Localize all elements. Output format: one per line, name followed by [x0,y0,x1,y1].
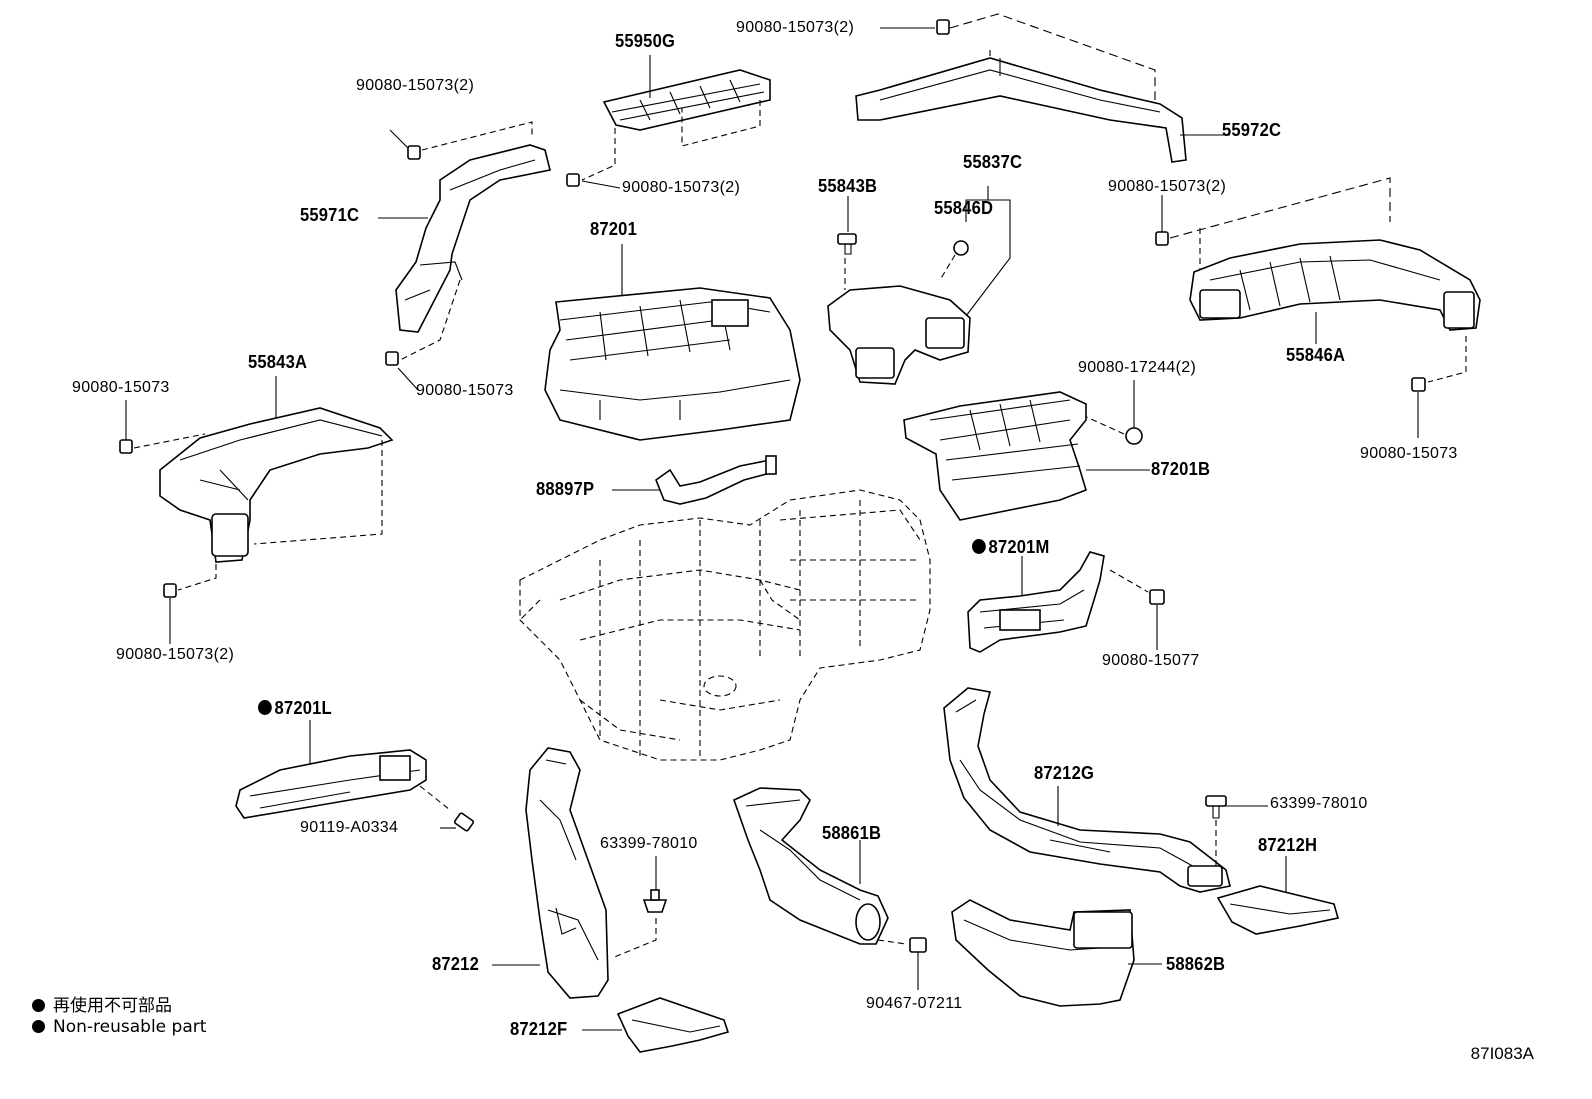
part-87201L-drawing [235,749,427,819]
part-label-55837C: 55837C [963,152,1023,172]
part-label-90080-15073-2-right: 90080-15073(2) [1108,178,1227,195]
legend-english: Non-reusable part [32,1017,206,1037]
part-label-87201M-text: 87201M [988,537,1050,557]
part-87212G-drawing [943,687,1231,893]
part-55837C-drawing [827,285,971,385]
bolt-icon [119,439,133,454]
hvac-unit-drawing [519,489,931,761]
part-label-87212H: 87212H [1258,835,1318,855]
part-55950G-drawing [602,69,771,131]
part-label-90467-07211: 90467-07211 [866,995,963,1012]
part-label-63399-78010-right: 63399-78010 [1270,795,1368,812]
non-reusable-dot-icon [972,539,986,554]
part-87201-drawing [544,287,801,441]
part-label-55950G: 55950G [615,31,676,51]
bolt-icon [1149,589,1165,605]
part-55846A-drawing [1189,239,1481,331]
part-label-88897P: 88897P [536,479,595,499]
bolt-icon [1155,231,1169,246]
part-label-63399-78010-left: 63399-78010 [600,835,698,852]
part-87212F-drawing [616,997,730,1053]
part-label-90080-15073-center: 90080-15073 [416,382,514,399]
clip-icon [1205,795,1227,807]
non-reusable-dot-icon [32,999,45,1012]
part-label-55846D: 55846D [934,198,994,218]
nut-icon [1125,427,1143,445]
screw-icon [453,812,475,832]
part-label-58862B: 58862B [1166,954,1226,974]
bolt-icon [163,583,177,598]
bolt-icon [1411,377,1426,392]
bolt-icon [566,173,580,187]
part-87201B-drawing [903,391,1087,521]
drawing-code: 87I083A [1470,1044,1534,1063]
grommet-icon [953,240,969,256]
part-label-55971C: 55971C [300,205,360,225]
bolt-icon [407,145,421,160]
part-55971C-drawing [395,144,551,333]
part-88897P-drawing [655,455,777,505]
part-label-55846A: 55846A [1286,345,1346,365]
part-label-90080-15073-right: 90080-15073 [1360,445,1458,462]
part-label-90119-A0334: 90119-A0334 [300,819,399,836]
part-label-55843B: 55843B [818,176,878,196]
part-label-87212F: 87212F [510,1019,568,1039]
part-58861B-drawing [733,787,889,945]
part-label-90080-15073-2-mid: 90080-15073(2) [622,179,741,196]
clip-icon [837,233,857,245]
part-label-87201B: 87201B [1151,459,1211,479]
part-label-55843A: 55843A [248,352,308,372]
part-label-87212G: 87212G [1034,763,1095,783]
part-label-87212: 87212 [432,954,479,974]
part-55843A-drawing [159,407,394,563]
part-87201M-drawing [967,551,1105,653]
part-label-58861B: 58861B [822,823,882,843]
bolt-icon [936,19,950,35]
part-87212H-drawing [1216,885,1340,935]
part-label-90080-15073-2-left: 90080-15073(2) [356,77,475,94]
part-label-90080-15073-2-bottom: 90080-15073(2) [116,646,235,663]
part-label-87201L-text: 87201L [274,698,332,718]
legend-english-text: Non-reusable part [53,1017,207,1037]
part-label-90080-17244-2: 90080-17244(2) [1078,359,1197,376]
part-label-55972C: 55972C [1222,120,1282,140]
part-label-90080-15073-2-top: 90080-15073(2) [736,19,855,36]
part-label-87201M: 87201M [972,538,1050,556]
part-87212-drawing [525,747,609,999]
bolt-icon [385,351,399,366]
part-label-87201: 87201 [590,219,637,239]
nut-icon [909,937,927,953]
part-label-90080-15073-left: 90080-15073 [72,379,170,396]
part-58862B-drawing [951,899,1135,1007]
part-label-90080-15077: 90080-15077 [1102,652,1200,669]
part-label-87201L: 87201L [258,699,332,717]
part-55972C-drawing [855,57,1187,163]
non-reusable-dot-icon [258,700,272,715]
legend-japanese-text: 再使用不可部品 [53,996,172,1016]
non-reusable-dot-icon [32,1020,45,1033]
clip-icon [642,899,668,913]
legend-japanese: 再使用不可部品 [32,991,172,1016]
